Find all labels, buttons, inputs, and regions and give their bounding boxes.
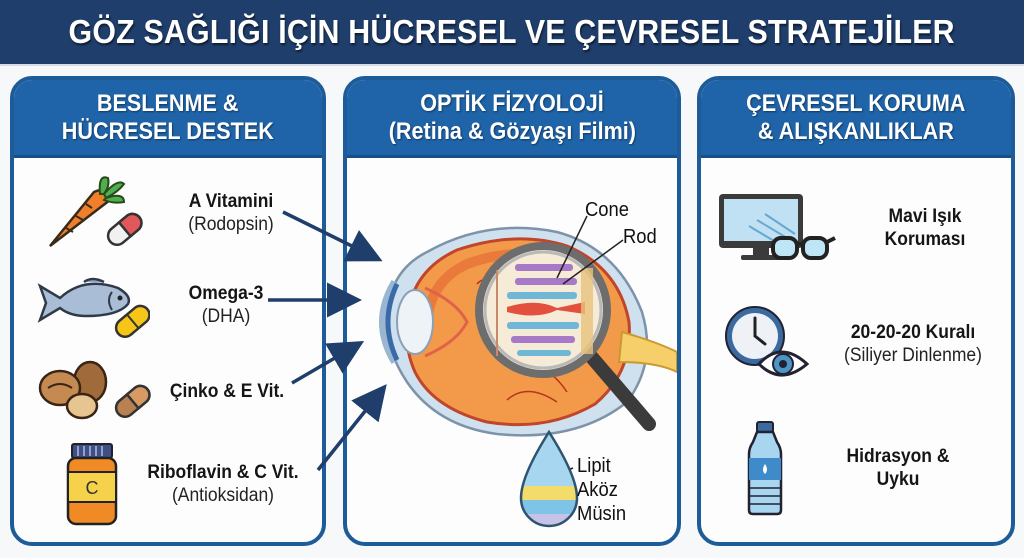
heading-line: (Retina & Gözyaşı Filmi)	[388, 117, 636, 145]
aqueous-label: Aköz	[577, 479, 618, 501]
item-text: 20-20-20 Kuralı (Siliyer Dinlenme)	[823, 321, 1003, 367]
nuts-capsule-icon	[36, 358, 154, 424]
monitor-glasses-icon	[717, 192, 837, 264]
item-text: Mavi Işık Koruması	[865, 205, 985, 251]
panel-heading: BESLENME & HÜCRESEL DESTEK	[14, 80, 322, 158]
heading-line: OPTİK FİZYOLOJİ	[420, 89, 604, 117]
panel-optic-physiology: OPTİK FİZYOLOJİ (Retina & Gözyaşı Filmi)	[343, 76, 681, 546]
title-bar: GÖZ SAĞLIĞI İÇİN HÜCRESEL VE ÇEVRESEL ST…	[0, 0, 1024, 66]
list-item-omega3: Omega-3 (DHA)	[32, 270, 276, 340]
cone-label: Cone	[585, 199, 629, 221]
list-item-hydration-sleep: Hidrasyon & Uyku	[747, 420, 973, 516]
panel-heading: OPTİK FİZYOLOJİ (Retina & Gözyaşı Filmi)	[347, 80, 677, 158]
item-title: Riboflavin & C Vit.	[147, 462, 299, 483]
item-title-line2: Uyku	[876, 469, 920, 490]
list-item-20-20-20-rule: 20-20-20 Kuralı (Siliyer Dinlenme)	[723, 304, 1003, 384]
item-title: Çinko & E Vit.	[169, 380, 285, 402]
item-title-line2: Koruması	[884, 229, 966, 250]
heading-line: HÜCRESEL DESTEK	[61, 117, 275, 145]
item-title: A Vitamini	[188, 191, 274, 212]
list-item-riboflavin: C Riboflavin & C Vit. (Antioksidan)	[64, 442, 318, 526]
lipid-label: Lipit	[577, 455, 611, 477]
item-subtitle: (DHA)	[201, 306, 251, 327]
item-title: 20-20-20 Kuralı	[850, 322, 976, 343]
panel-nutrition: BESLENME & HÜCRESEL DESTEK A Vitamini (R…	[10, 76, 326, 546]
list-item-blue-light: Mavi Işık Koruması	[717, 192, 985, 264]
item-title: Hidrasyon &	[846, 446, 950, 467]
rod-label: Rod	[623, 226, 657, 248]
svg-text:C: C	[86, 478, 99, 498]
list-item-vitamin-a: A Vitamini (Rodopsin)	[44, 172, 296, 254]
page-title: GÖZ SAĞLIĞI İÇİN HÜCRESEL VE ÇEVRESEL ST…	[68, 13, 956, 50]
tear-film-drop-icon	[517, 430, 581, 530]
eye-anatomy-illustration	[357, 212, 677, 442]
water-bottle-icon	[747, 420, 783, 516]
heading-line: & ALIŞKANLIKLAR	[757, 117, 954, 145]
item-text: Hidrasyon & Uyku	[823, 445, 973, 491]
carrot-pill-icon	[44, 172, 144, 254]
fish-capsule-icon	[32, 270, 150, 340]
list-item-zinc: Çinko & E Vit.	[36, 358, 292, 424]
item-title: Mavi Işık	[888, 206, 962, 227]
heading-line: BESLENME &	[97, 89, 239, 117]
panel-environment-habits: ÇEVRESEL KORUMA & ALIŞKANLIKLAR Mavi Işı…	[697, 76, 1015, 546]
item-text: Omega-3 (DHA)	[176, 282, 276, 328]
clock-eye-icon	[723, 304, 813, 384]
item-text: Çinko & E Vit.	[162, 380, 292, 403]
panel-heading: ÇEVRESEL KORUMA & ALIŞKANLIKLAR	[701, 80, 1011, 158]
item-subtitle: (Rodopsin)	[188, 214, 274, 235]
item-subtitle: (Antioksidan)	[171, 485, 275, 506]
item-text: Riboflavin & C Vit. (Antioksidan)	[128, 461, 318, 507]
item-title: Omega-3	[188, 283, 264, 304]
vitamin-bottle-icon: C	[64, 442, 120, 526]
item-text: A Vitamini (Rodopsin)	[166, 190, 296, 236]
mucin-label: Müsin	[577, 503, 627, 525]
heading-line: ÇEVRESEL KORUMA	[746, 89, 966, 117]
item-subtitle: (Siliyer Dinlenme)	[844, 345, 982, 366]
pointer-lines	[542, 215, 624, 515]
